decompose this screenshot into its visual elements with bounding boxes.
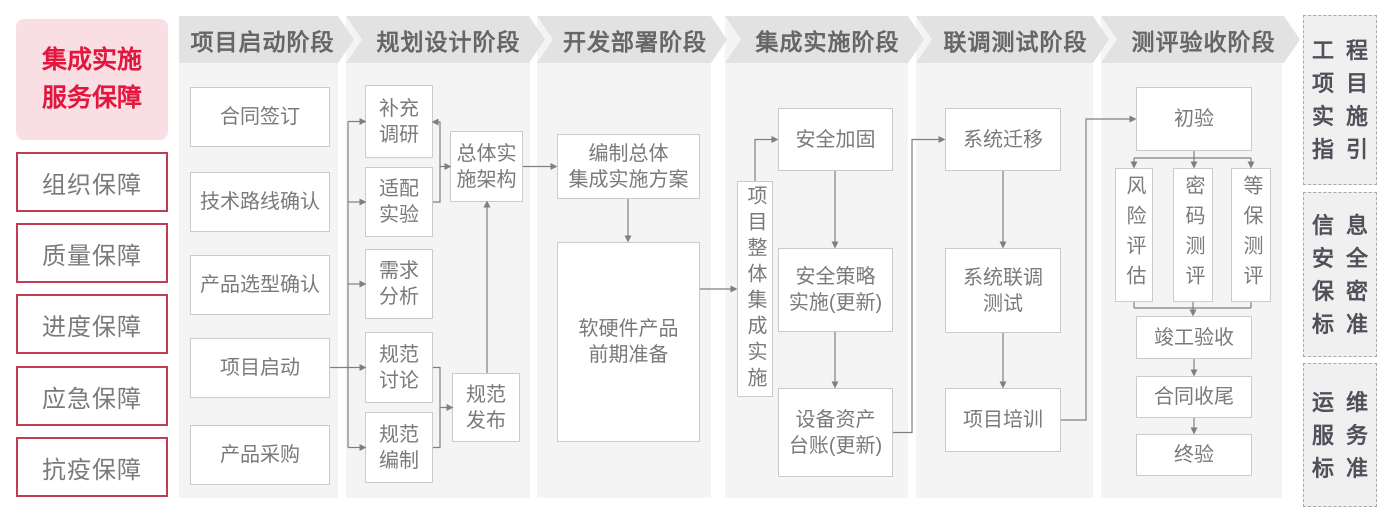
flow-box-final-acceptance: 终验 [1136, 434, 1252, 476]
standard-box-om-service-standard: 运维 服务 标准 [1303, 363, 1377, 507]
flow-box-overall-implementation-architecture: 总体实 施架构 [450, 131, 523, 202]
flow-box-preliminary-acceptance: 初验 [1136, 87, 1252, 151]
standard-label: 信息 安全 保密 标准 [1311, 212, 1380, 337]
flow-box-system-joint-debug-test: 系统联调 测试 [945, 248, 1061, 333]
sidebar-item-epidemic-guarantee: 抗疫保障 [16, 437, 168, 497]
flow-box-completion-acceptance: 竣工验收 [1136, 316, 1252, 359]
flow-box-compile-overall-integration-plan: 编制总体 集成实施方案 [557, 134, 700, 199]
flow-box-hw-sw-product-preparation: 软硬件产品 前期准备 [557, 242, 700, 442]
flow-box-contract-signing: 合同签订 [190, 87, 330, 147]
flow-box-spec-drafting: 规范 编制 [365, 412, 433, 483]
flow-box-adaptation-test: 适配 实验 [365, 167, 433, 237]
flow-box-risk-assessment: 风险评估 [1115, 168, 1153, 302]
sidebar-item-schedule-guarantee: 进度保障 [16, 294, 168, 354]
sidebar-item-organization-guarantee: 组织保障 [16, 152, 168, 212]
flow-box-product-selection-confirm: 产品选型确认 [190, 255, 330, 315]
phase-header-planning-design: 规划设计阶段 [346, 16, 545, 63]
sidebar-item-emergency-guarantee: 应急保障 [16, 366, 168, 426]
sidebar-title: 集成实施 服务保障 [16, 19, 168, 140]
phase-header-integration-implementation: 集成实施阶段 [725, 16, 924, 63]
flow-box-spec-discussion: 规范 讨论 [365, 332, 433, 403]
flow-box-overall-project-integration: 项目整体集成实施 [737, 181, 773, 397]
phase-header-joint-debug-test: 联调测试阶段 [916, 16, 1109, 63]
phase-header-project-kickoff: 项目启动阶段 [179, 16, 354, 63]
flow-box-equipment-asset-ledger: 设备资产 台账(更新) [778, 388, 893, 477]
flow-box-classified-protection-evaluation: 等保测评 [1231, 168, 1271, 302]
flow-box-product-procurement: 产品采购 [190, 425, 330, 485]
flow-box-project-training: 项目培训 [945, 388, 1061, 452]
flow-box-requirement-analysis: 需求 分析 [365, 249, 433, 319]
standard-label: 工程 项目 实施 指引 [1311, 38, 1380, 162]
flow-box-supplementary-research: 补充 调研 [365, 85, 433, 158]
phase-header-evaluation-acceptance: 测评验收阶段 [1101, 16, 1300, 63]
sidebar-item-quality-guarantee: 质量保障 [16, 223, 168, 283]
flow-box-crypto-evaluation: 密码测评 [1173, 168, 1213, 302]
flow-box-contract-closure: 合同收尾 [1136, 376, 1252, 418]
standard-box-engineering-project-implementation-guide: 工程 项目 实施 指引 [1303, 15, 1377, 185]
standard-box-info-security-confidentiality-standard: 信息 安全 保密 标准 [1303, 192, 1377, 357]
flow-box-tech-route-confirm: 技术路线确认 [190, 172, 330, 232]
standard-label: 运维 服务 标准 [1311, 389, 1380, 481]
flow-box-security-hardening: 安全加固 [778, 108, 893, 171]
flow-box-security-policy-implementation: 安全策略 实施(更新) [778, 248, 893, 332]
flow-box-system-migration: 系统迁移 [945, 108, 1061, 171]
flow-box-project-kickoff: 项目启动 [190, 338, 330, 398]
flow-box-spec-release: 规范 发布 [452, 373, 520, 442]
phase-header-dev-deployment: 开发部署阶段 [537, 16, 727, 63]
